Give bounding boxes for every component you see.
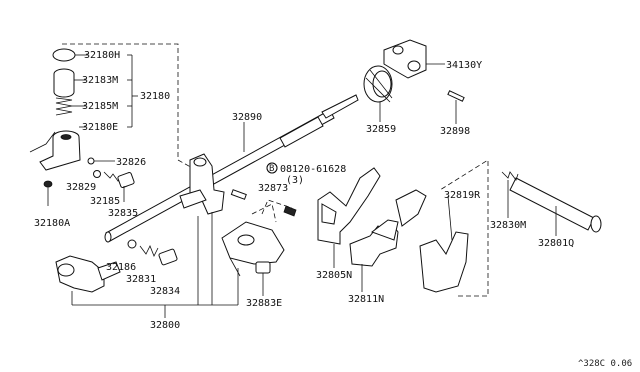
dashed-leader-32180 xyxy=(62,43,197,171)
callout-32183M: 32183M xyxy=(82,75,118,86)
callout-32898: 32898 xyxy=(440,126,470,137)
part-32800-lower-lever xyxy=(55,255,121,293)
bolt-circle-letter: B xyxy=(269,164,274,174)
part-32826-pin xyxy=(87,157,115,165)
part-32831-spring xyxy=(139,245,159,257)
part-32800-shifter xyxy=(179,153,225,215)
dashed-bracket-32805N xyxy=(261,199,293,215)
callout-32800: 32800 xyxy=(150,320,180,331)
callout-34130Y: 34130Y xyxy=(446,60,482,71)
part-32890-shift-rod xyxy=(104,94,359,243)
callout-32180H: 32180H xyxy=(84,50,120,61)
part-32185M-spring xyxy=(55,97,86,116)
callout-32185M: 32185M xyxy=(82,101,118,112)
dashed-leader-32819R xyxy=(439,159,489,297)
callout-32186: 32186 xyxy=(106,262,136,273)
part-32835-plug xyxy=(117,172,135,202)
part-32801Q-shaft xyxy=(509,177,602,236)
callout-32819R: 32819R xyxy=(444,190,481,201)
bracket-32800 xyxy=(71,212,239,318)
callout-32859: 32859 xyxy=(366,124,396,135)
callout-32826: 32826 xyxy=(116,157,146,168)
callout-32811N: 32811N xyxy=(348,294,384,305)
part-32829-ball xyxy=(93,170,101,178)
callout-32805N: 32805N xyxy=(316,270,352,281)
part-34130Y-bracket xyxy=(383,39,445,79)
part-32180A-bolt xyxy=(43,180,53,206)
bracket-32180 xyxy=(127,54,138,128)
part-32811N-fork xyxy=(349,219,399,292)
part-32800-lever-plate xyxy=(221,203,285,277)
callout-32883E: 32883E xyxy=(246,298,282,309)
part-32834-plug xyxy=(158,248,178,266)
callout-32180: 32180 xyxy=(140,91,170,102)
callout-32835: 32835 xyxy=(108,208,138,219)
part-32819R-fork xyxy=(395,189,469,293)
diagram-reference-code: ^328C 0.06 xyxy=(578,359,632,369)
callout-32830M: 32830M xyxy=(490,220,526,231)
part-32805N-fork xyxy=(317,167,381,268)
callout-32829: 32829 xyxy=(66,182,96,193)
part-32859-bushing xyxy=(363,65,393,122)
callout-32180A: 32180A xyxy=(34,218,70,229)
callout-32801Q: 32801Q xyxy=(538,238,574,249)
callout-32890: 32890 xyxy=(232,112,262,123)
part-32898-pin xyxy=(447,90,465,124)
part-32180H-cap xyxy=(52,48,88,62)
part-32883E-block xyxy=(255,261,271,296)
callout-32185: 32185 xyxy=(90,196,120,207)
callout-32180E: 32180E xyxy=(82,122,118,133)
bolt-circle-icon xyxy=(266,162,278,174)
callout-32834: 32834 xyxy=(150,286,180,297)
part-32180E-housing xyxy=(29,126,86,171)
callout-bolt-qty: (3) xyxy=(286,175,304,186)
callout-32873: 32873 xyxy=(258,183,288,194)
callout-08120-61628: 08120-61628 xyxy=(280,164,346,175)
part-32873-pin xyxy=(230,189,247,200)
callout-32831: 32831 xyxy=(126,274,156,285)
part-32183M-sleeve xyxy=(53,68,86,98)
part-32830M-spring xyxy=(501,171,519,218)
part-32186-ball xyxy=(127,239,137,249)
